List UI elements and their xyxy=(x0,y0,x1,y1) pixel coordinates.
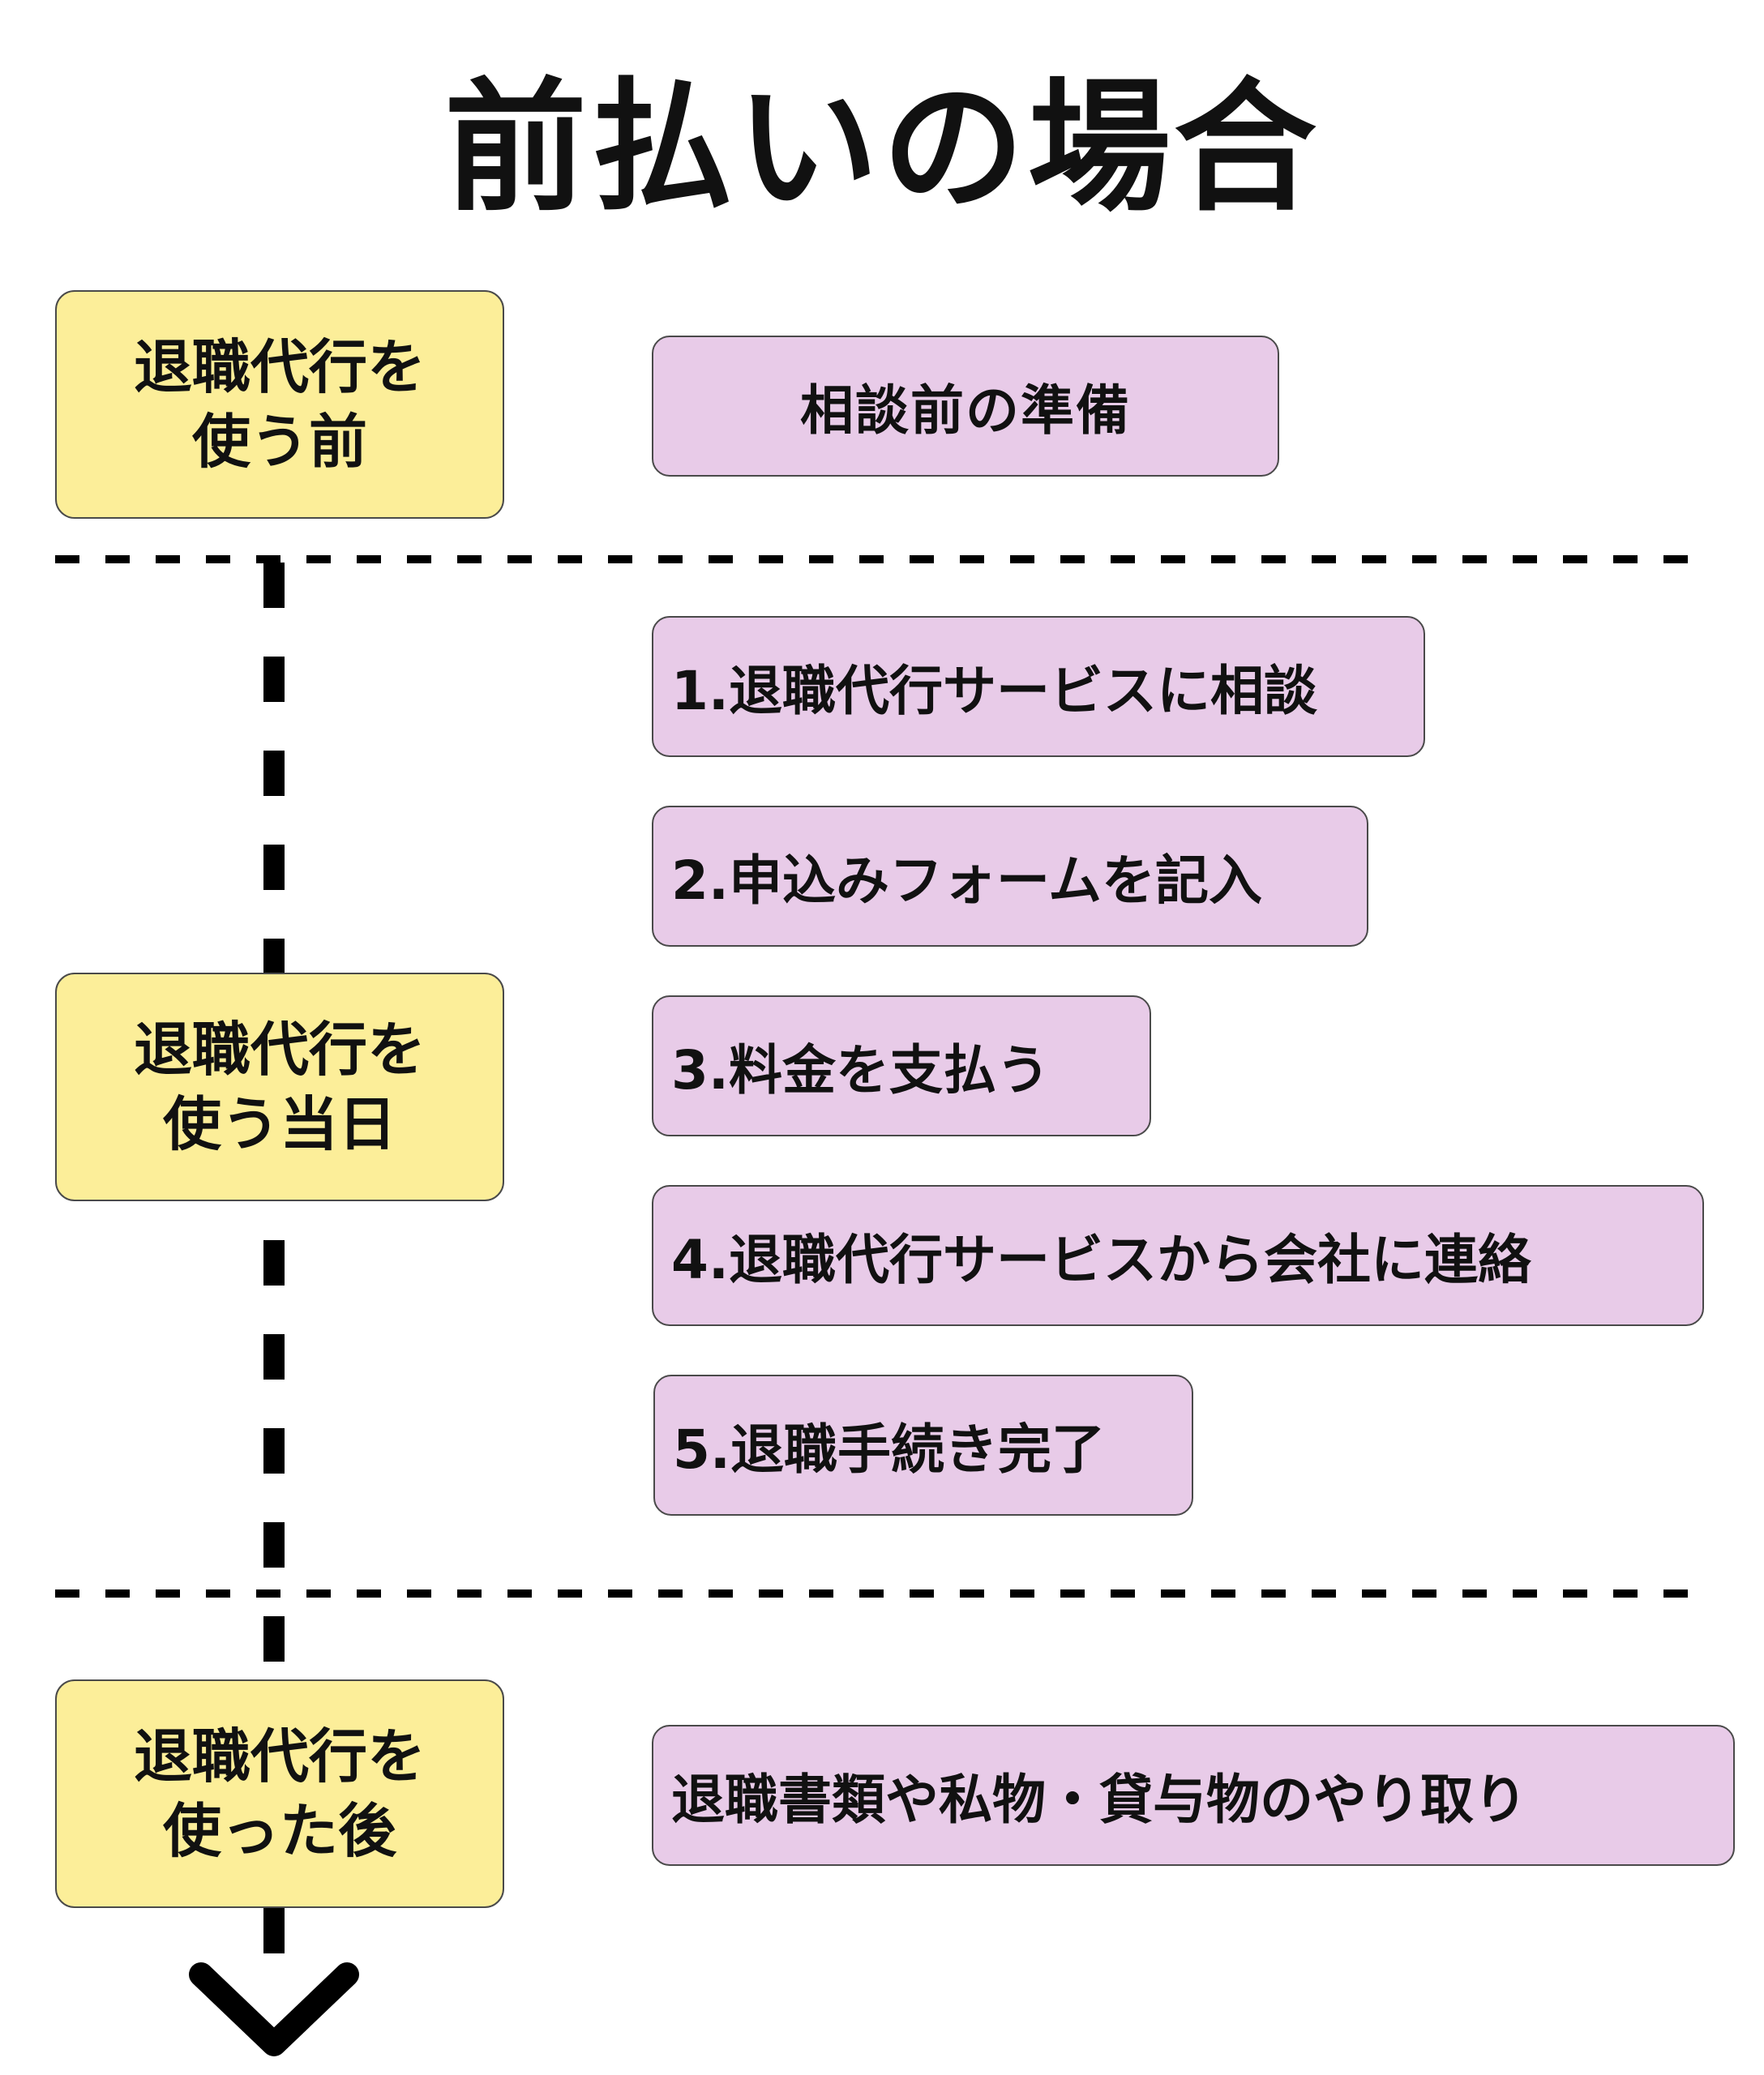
stage-day-of-line2: 使う当日 xyxy=(162,1090,396,1158)
step-4-contact-company: 4.退職代行サービスから会社に連絡 xyxy=(652,1185,1704,1326)
arrow-down-icon xyxy=(189,1962,359,2056)
step-1-consult: 1.退職代行サービスに相談 xyxy=(652,616,1425,757)
stage-after-line1: 退職代行を xyxy=(133,1722,426,1790)
stage-after-line2: 使った後 xyxy=(162,1797,396,1865)
step-5-complete: 5.退職手続き完了 xyxy=(653,1375,1193,1516)
stage-after: 退職代行を 使った後 xyxy=(55,1679,504,1908)
stage-before: 退職代行を 使う前 xyxy=(55,290,504,519)
stage-before-line2: 使う前 xyxy=(191,408,367,476)
stage-before-line1: 退職代行を xyxy=(133,333,426,401)
stage-day-of-line1: 退職代行を xyxy=(133,1016,426,1084)
step-exchange-documents: 退職書類や私物・貸与物のやり取り xyxy=(652,1725,1735,1866)
step-3-payment: 3.料金を支払う xyxy=(652,995,1151,1136)
stage-day-of: 退職代行を 使う当日 xyxy=(55,973,504,1201)
step-2-application-form: 2.申込みフォームを記入 xyxy=(652,806,1368,947)
step-preparation: 相談前の準備 xyxy=(652,336,1279,477)
page-title: 前払いの場合 xyxy=(443,65,1320,231)
